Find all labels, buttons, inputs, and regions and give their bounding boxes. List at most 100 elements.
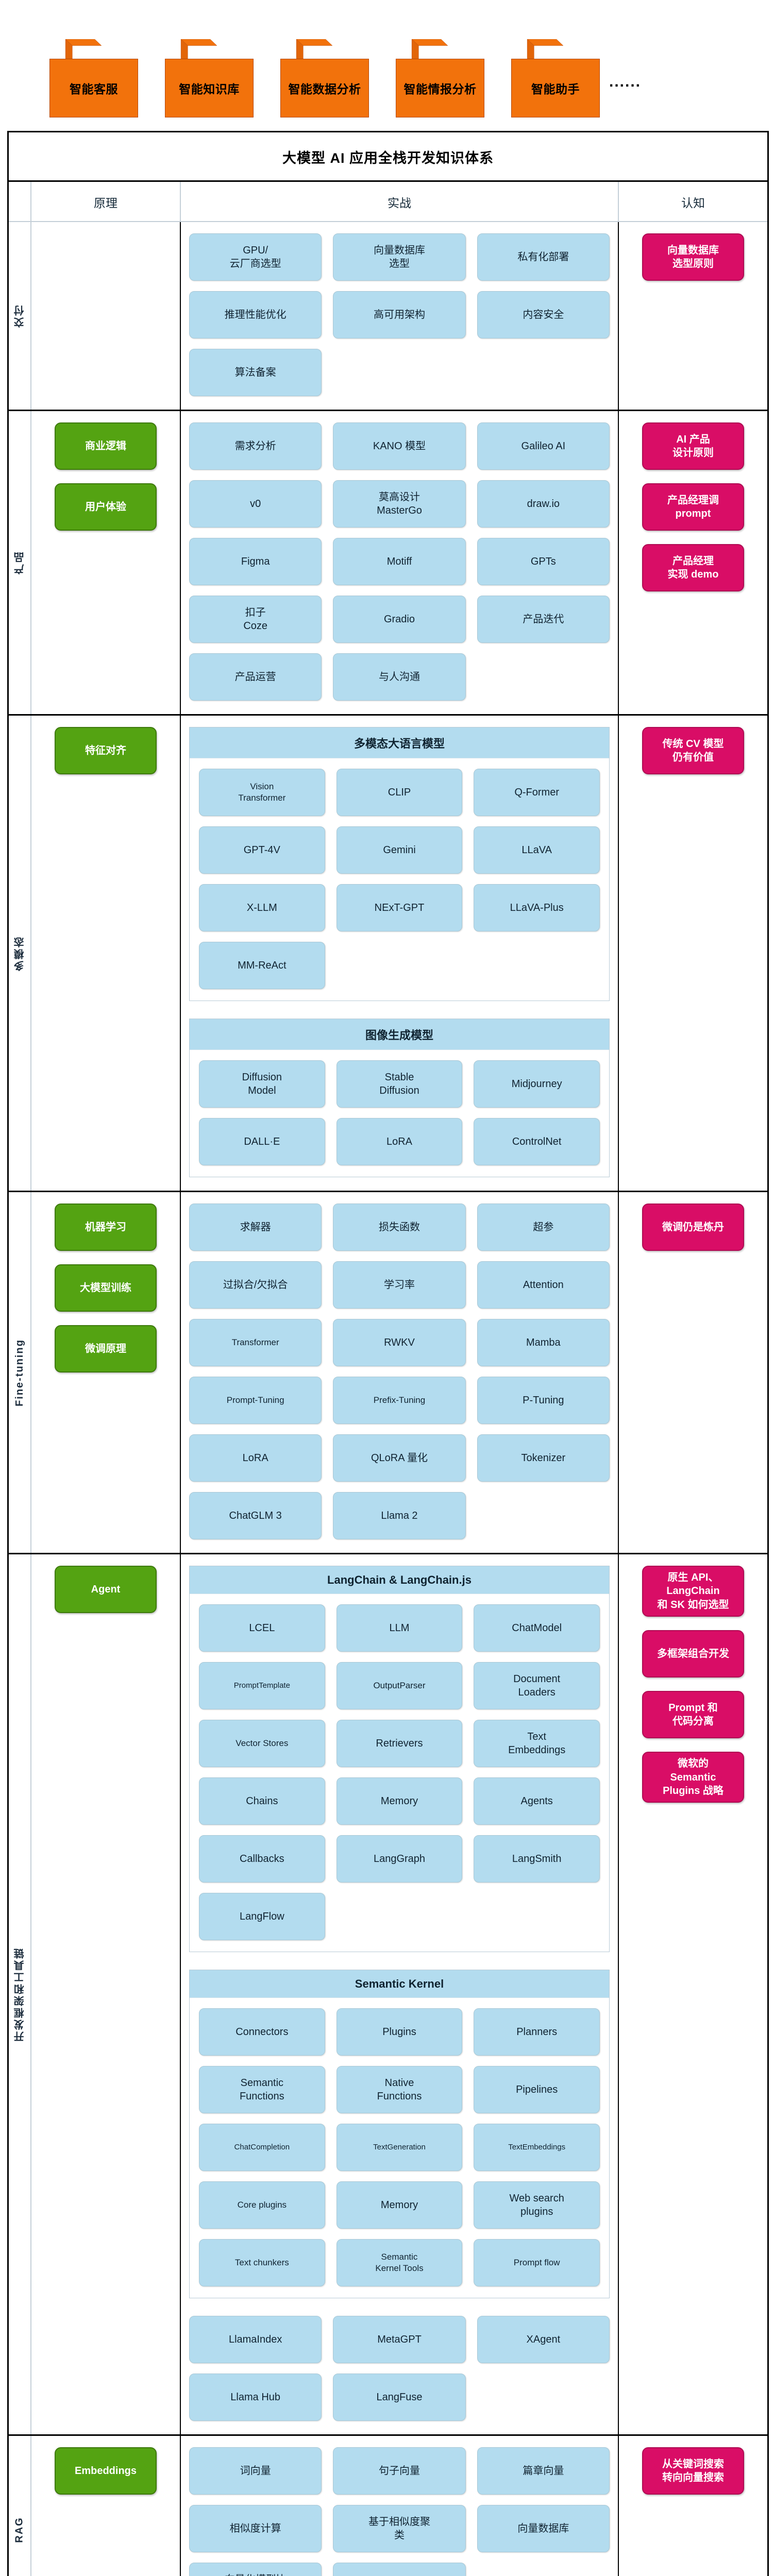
topic-chip[interactable]: Text Embeddings bbox=[474, 1720, 600, 1767]
topic-chip[interactable]: GPU/ 云厂商选型 bbox=[189, 233, 322, 281]
topic-chip[interactable]: 向量模型部署 bbox=[333, 2563, 466, 2576]
topic-chip[interactable]: OutputParser bbox=[336, 1662, 463, 1709]
topic-chip[interactable]: 篇章向量 bbox=[477, 2447, 610, 2495]
topic-chip[interactable]: LlamaIndex bbox=[189, 2316, 322, 2363]
topic-chip[interactable]: Diffusion Model bbox=[199, 1060, 325, 1108]
topic-chip[interactable]: 算法备案 bbox=[189, 349, 322, 396]
topic-chip[interactable]: QLoRA 量化 bbox=[333, 1434, 466, 1482]
topic-chip[interactable]: Semantic Functions bbox=[199, 2066, 325, 2113]
topic-chip[interactable]: Gemini bbox=[336, 826, 463, 874]
cognition-card[interactable]: 产品经理调 prompt bbox=[642, 483, 744, 531]
topic-chip[interactable]: 超参 bbox=[477, 1204, 610, 1251]
topic-chip[interactable]: LLaVA-Plus bbox=[474, 884, 600, 931]
topic-chip[interactable]: Attention bbox=[477, 1261, 610, 1309]
topic-chip[interactable]: Prompt flow bbox=[474, 2239, 600, 2286]
cognition-card[interactable]: AI 产品 设计原则 bbox=[642, 422, 744, 470]
topic-chip[interactable]: 学习率 bbox=[333, 1261, 466, 1309]
topic-chip[interactable]: Chains bbox=[199, 1777, 325, 1825]
topic-chip[interactable]: Q-Former bbox=[474, 769, 600, 816]
topic-chip[interactable]: KANO 模型 bbox=[333, 422, 466, 470]
topic-chip[interactable]: ChatGLM 3 bbox=[189, 1492, 322, 1539]
topic-chip[interactable]: 扣子 Coze bbox=[189, 596, 322, 643]
topic-chip[interactable]: 推理性能优化 bbox=[189, 291, 322, 338]
topic-chip[interactable]: Stable Diffusion bbox=[336, 1060, 463, 1108]
topic-chip[interactable]: LoRA bbox=[336, 1118, 463, 1165]
principle-card[interactable]: 大模型训练 bbox=[55, 1264, 157, 1312]
topic-chip[interactable]: Transformer bbox=[189, 1319, 322, 1366]
topic-chip[interactable]: 词向量 bbox=[189, 2447, 322, 2495]
principle-card[interactable]: 用户体验 bbox=[55, 483, 157, 531]
topic-chip[interactable]: TextGeneration bbox=[336, 2124, 463, 2171]
topic-chip[interactable]: TextEmbeddings bbox=[474, 2124, 600, 2171]
topic-chip[interactable]: RWKV bbox=[333, 1319, 466, 1366]
topic-chip[interactable]: Plugins bbox=[336, 2008, 463, 2056]
topic-chip[interactable]: ChatModel bbox=[474, 1604, 600, 1652]
topic-chip[interactable]: Web search plugins bbox=[474, 2181, 600, 2229]
topic-chip[interactable]: Vector Stores bbox=[199, 1720, 325, 1767]
topic-chip[interactable]: MetaGPT bbox=[333, 2316, 466, 2363]
topic-chip[interactable]: LoRA bbox=[189, 1434, 322, 1482]
topic-chip[interactable]: X-LLM bbox=[199, 884, 325, 931]
principle-card[interactable]: 特征对齐 bbox=[55, 727, 157, 774]
topic-chip[interactable]: Memory bbox=[336, 2181, 463, 2229]
topic-chip[interactable]: NExT-GPT bbox=[336, 884, 463, 931]
topic-chip[interactable]: 基于相似度聚 类 bbox=[333, 2505, 466, 2552]
topic-chip[interactable]: 私有化部署 bbox=[477, 233, 610, 281]
topic-chip[interactable]: Prefix-Tuning bbox=[333, 1377, 466, 1424]
principle-card[interactable]: 机器学习 bbox=[55, 1204, 157, 1251]
topic-chip[interactable]: Connectors bbox=[199, 2008, 325, 2056]
topic-chip[interactable]: LCEL bbox=[199, 1604, 325, 1652]
topic-chip[interactable]: LLM bbox=[336, 1604, 463, 1652]
topic-chip[interactable]: Prompt-Tuning bbox=[189, 1377, 322, 1424]
topic-chip[interactable]: v0 bbox=[189, 480, 322, 528]
topic-chip[interactable]: draw.io bbox=[477, 480, 610, 528]
cognition-card[interactable]: 原生 API、 LangChain 和 SK 如何选型 bbox=[642, 1566, 744, 1617]
cognition-card[interactable]: 向量数据库 选型原则 bbox=[642, 233, 744, 281]
topic-chip[interactable]: 向量化模型比 较 bbox=[189, 2563, 322, 2576]
topic-chip[interactable]: Motiff bbox=[333, 538, 466, 585]
topic-chip[interactable]: Core plugins bbox=[199, 2181, 325, 2229]
topic-chip[interactable]: Retrievers bbox=[336, 1720, 463, 1767]
topic-chip[interactable]: 需求分析 bbox=[189, 422, 322, 470]
topic-chip[interactable]: Memory bbox=[336, 1777, 463, 1825]
topic-chip[interactable]: Document Loaders bbox=[474, 1662, 600, 1709]
topic-chip[interactable]: Callbacks bbox=[199, 1835, 325, 1883]
topic-chip[interactable]: 求解器 bbox=[189, 1204, 322, 1251]
topic-chip[interactable]: MM-ReAct bbox=[199, 942, 325, 989]
topic-chip[interactable]: Llama Hub bbox=[189, 2374, 322, 2421]
topic-chip[interactable]: Pipelines bbox=[474, 2066, 600, 2113]
topic-chip[interactable]: LangFlow bbox=[199, 1893, 325, 1940]
principle-card[interactable]: 商业逻辑 bbox=[55, 422, 157, 470]
principle-card[interactable]: 微调原理 bbox=[55, 1325, 157, 1372]
topic-chip[interactable]: LangSmith bbox=[474, 1835, 600, 1883]
topic-chip[interactable]: XAgent bbox=[477, 2316, 610, 2363]
topic-chip[interactable]: Llama 2 bbox=[333, 1492, 466, 1539]
topic-chip[interactable]: 损失函数 bbox=[333, 1204, 466, 1251]
topic-chip[interactable]: Text chunkers bbox=[199, 2239, 325, 2286]
principle-card[interactable]: Embeddings bbox=[55, 2447, 157, 2495]
topic-chip[interactable]: 过拟合/欠拟合 bbox=[189, 1261, 322, 1309]
topic-chip[interactable]: LLaVA bbox=[474, 826, 600, 874]
topic-chip[interactable]: PromptTemplate bbox=[199, 1662, 325, 1709]
topic-chip[interactable]: Figma bbox=[189, 538, 322, 585]
topic-chip[interactable]: GPTs bbox=[477, 538, 610, 585]
topic-chip[interactable]: P-Tuning bbox=[477, 1377, 610, 1424]
topic-chip[interactable]: DALL·E bbox=[199, 1118, 325, 1165]
topic-chip[interactable]: 向量数据库 bbox=[477, 2505, 610, 2552]
topic-chip[interactable]: 内容安全 bbox=[477, 291, 610, 338]
topic-chip[interactable]: Tokenizer bbox=[477, 1434, 610, 1482]
topic-chip[interactable]: Native Functions bbox=[336, 2066, 463, 2113]
topic-chip[interactable]: Semantic Kernel Tools bbox=[336, 2239, 463, 2286]
principle-card[interactable]: Agent bbox=[55, 1566, 157, 1613]
topic-chip[interactable]: Galileo AI bbox=[477, 422, 610, 470]
topic-chip[interactable]: 产品运营 bbox=[189, 653, 322, 701]
cognition-card[interactable]: Prompt 和 代码分离 bbox=[642, 1691, 744, 1739]
topic-chip[interactable]: Mamba bbox=[477, 1319, 610, 1366]
topic-chip[interactable]: ChatCompletion bbox=[199, 2124, 325, 2171]
topic-chip[interactable]: Gradio bbox=[333, 596, 466, 643]
cognition-card[interactable]: 从关键词搜索 转向向量搜索 bbox=[642, 2447, 744, 2495]
topic-chip[interactable]: LangFuse bbox=[333, 2374, 466, 2421]
cognition-card[interactable]: 微软的 Semantic Plugins 战略 bbox=[642, 1752, 744, 1803]
topic-chip[interactable]: 产品迭代 bbox=[477, 596, 610, 643]
topic-chip[interactable]: ControlNet bbox=[474, 1118, 600, 1165]
